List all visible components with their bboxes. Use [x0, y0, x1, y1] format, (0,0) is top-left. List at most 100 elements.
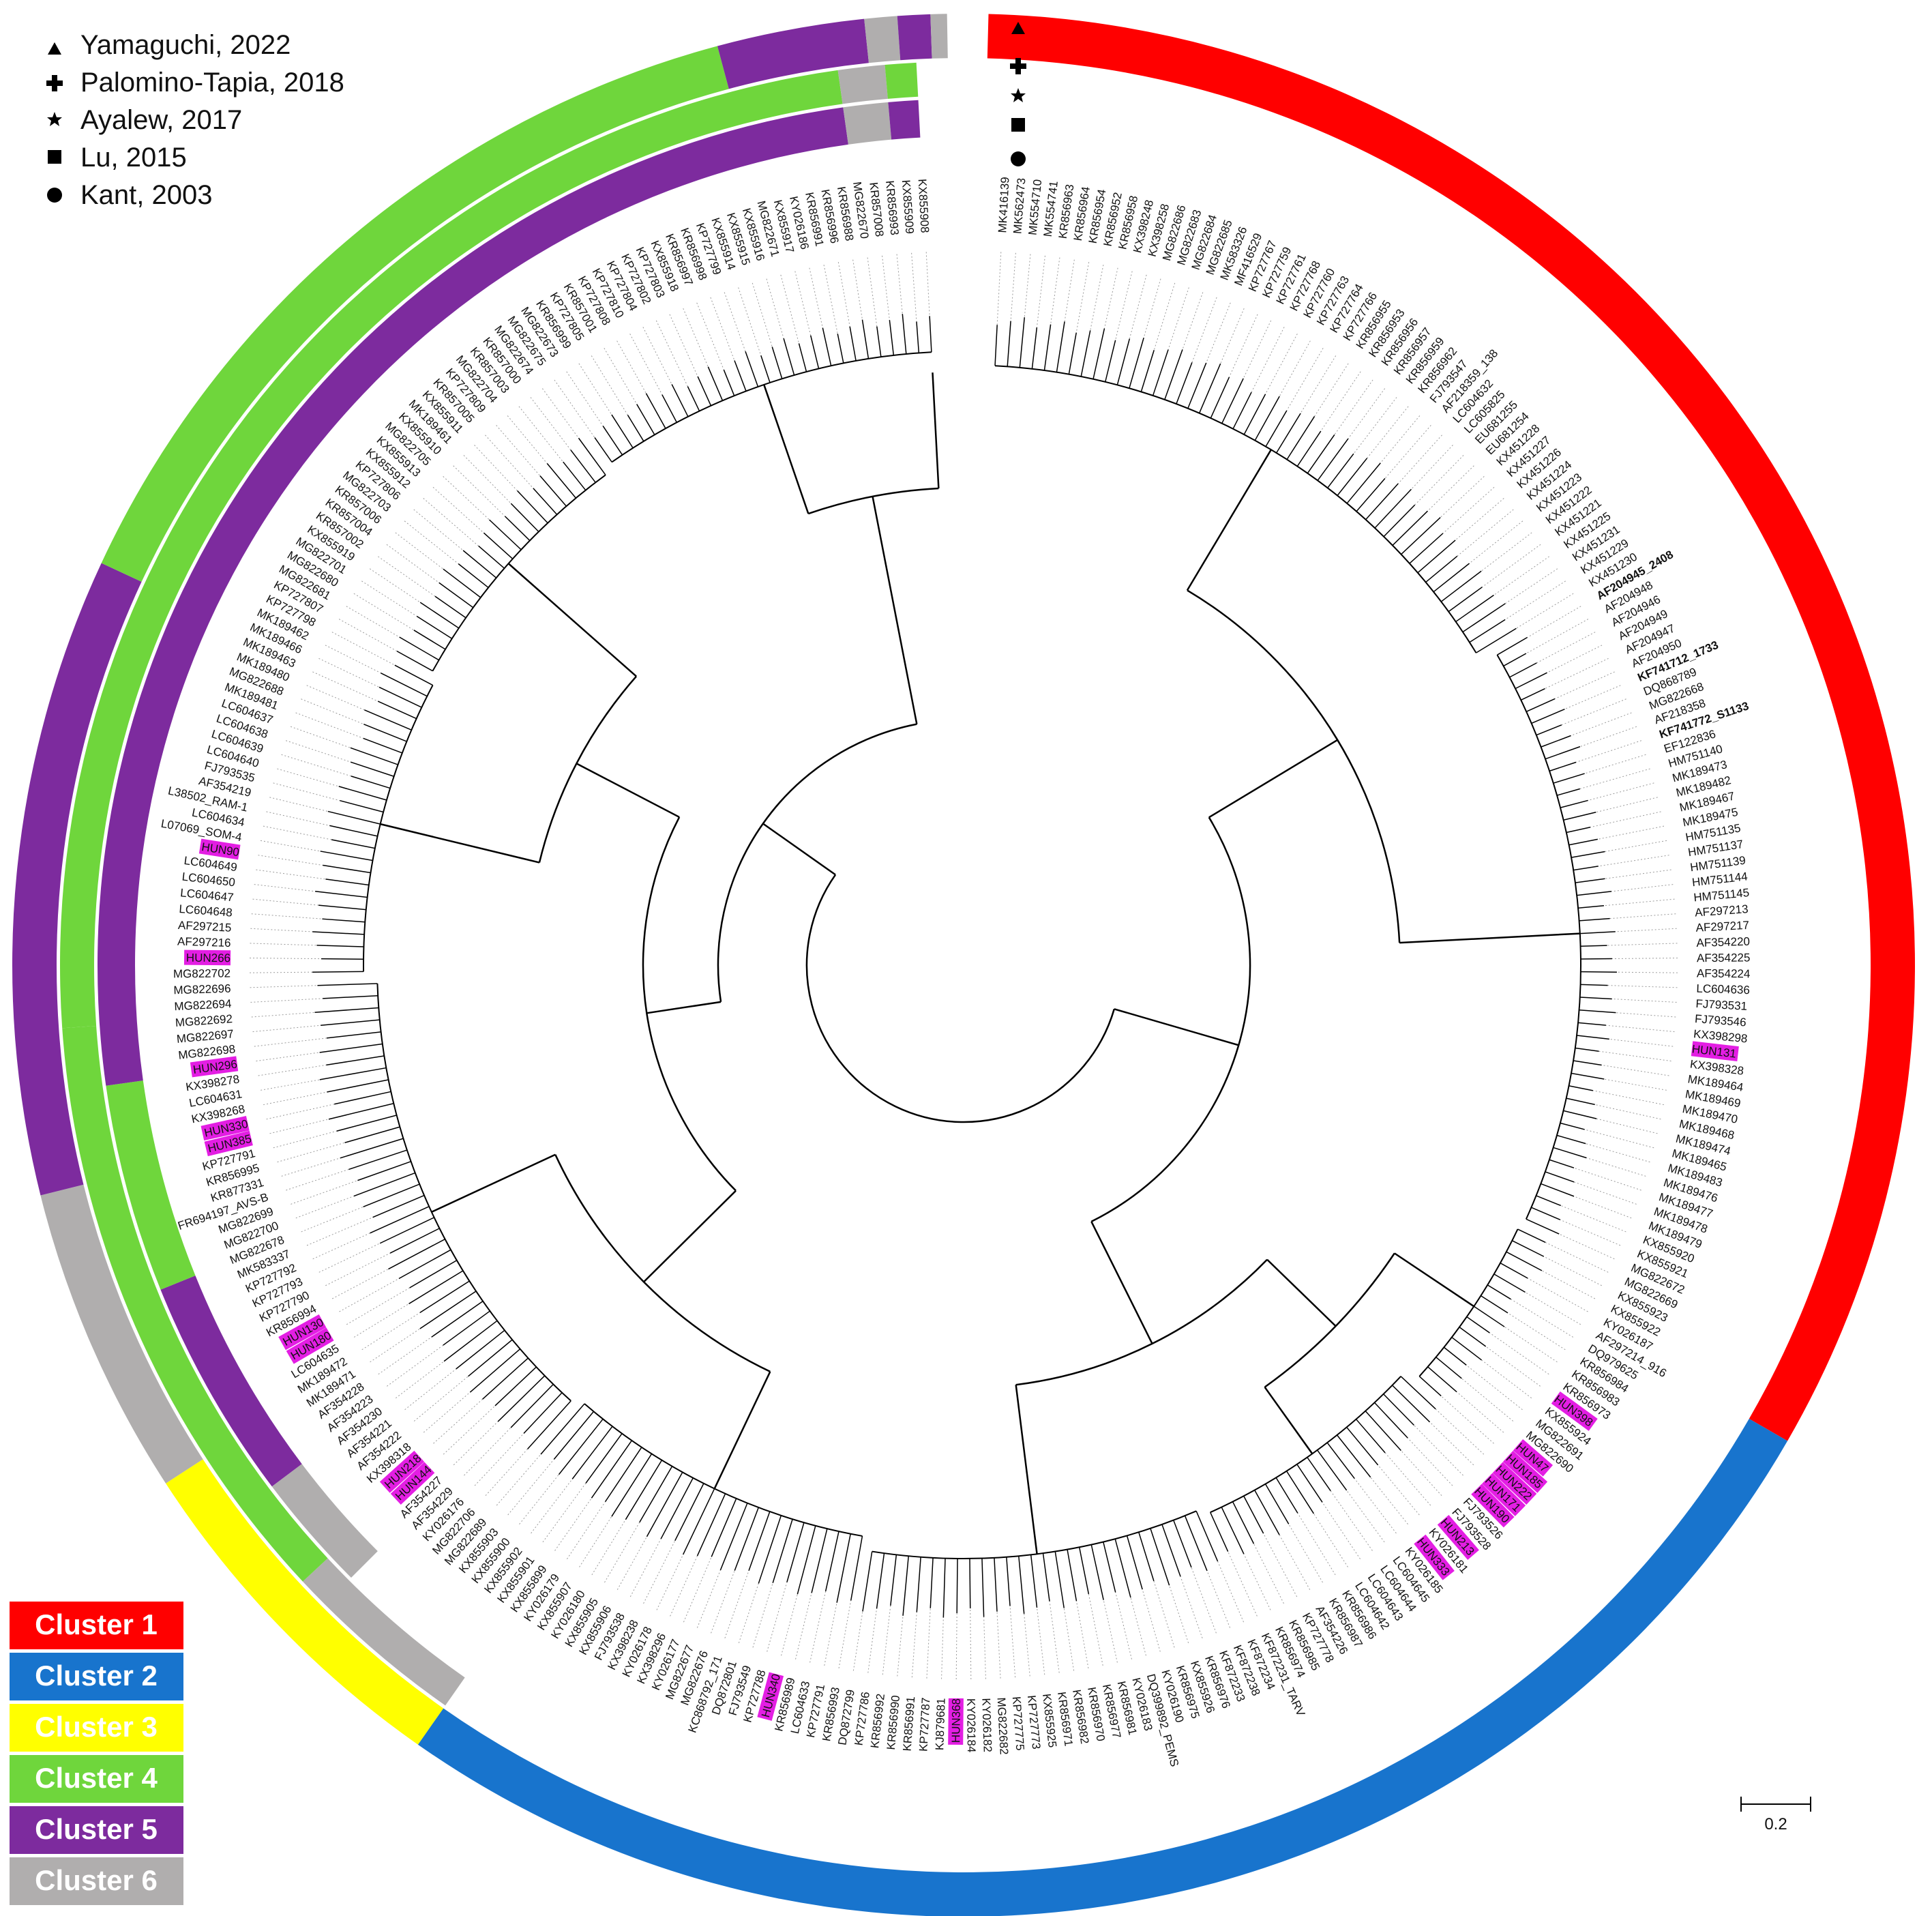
tip-leader: [299, 698, 369, 727]
tip-leader: [393, 1353, 454, 1400]
tree-branch: [1487, 1284, 1511, 1300]
tree-branch: [683, 1488, 715, 1555]
tip-leader: [940, 1606, 945, 1681]
tree-branch: [331, 839, 375, 849]
tip-leader: [1062, 257, 1075, 332]
tip-leader: [1036, 253, 1046, 329]
tip-text: KP727787: [917, 1697, 932, 1752]
tip-leader: [1202, 1559, 1232, 1630]
tree-branch: [510, 1383, 554, 1428]
tip-leader: [1140, 276, 1162, 349]
tip-leader: [376, 555, 439, 599]
tip-leader: [517, 404, 565, 464]
tree-branch: [323, 994, 378, 999]
tip-leader: [1215, 306, 1245, 376]
tree-branch: [1317, 1449, 1348, 1491]
tip-leader: [1330, 1490, 1374, 1553]
tree-branch: [1326, 1442, 1355, 1479]
tree-branch: [1254, 1490, 1280, 1535]
tip-leader: [565, 370, 608, 432]
tip-text: LC604636: [1696, 982, 1750, 997]
tip-leader: [1489, 555, 1551, 599]
tip-leader: [518, 1467, 565, 1527]
tip-leader: [628, 331, 665, 399]
tree-branch: [611, 414, 634, 449]
tip-label: KX855909: [900, 179, 917, 235]
tree-branch: [431, 1153, 556, 1213]
tip-leader: [1430, 1404, 1486, 1456]
tree-branch: [1480, 1295, 1509, 1314]
tree-branch: [1068, 332, 1077, 374]
tree-branch: [1019, 317, 1025, 368]
tree-branch: [647, 1001, 722, 1014]
tree-branch: [1579, 1009, 1616, 1014]
tip-highlight: [190, 1056, 239, 1078]
tree-branch: [321, 958, 364, 960]
tip-leader: [1101, 1591, 1118, 1665]
tip-leader: [1190, 1565, 1217, 1636]
tree-branch: [1140, 350, 1155, 392]
tree-branch: [1566, 1097, 1595, 1106]
tree-branch: [1401, 517, 1441, 555]
tree-branch: [338, 786, 387, 801]
tip-leader: [288, 725, 360, 752]
tip-leader: [1604, 958, 1680, 960]
tip-leader: [1022, 1603, 1030, 1679]
tip-leader: [1448, 1384, 1506, 1434]
tree-branch: [351, 776, 391, 789]
tree-branch: [1399, 932, 1580, 944]
tip-text: MG822696: [173, 982, 231, 997]
tip-leader: [1592, 1090, 1666, 1106]
tip-label: KJ879681: [933, 1698, 947, 1750]
tip-leader: [837, 260, 852, 334]
tip-leader: [506, 1458, 555, 1517]
tree-branch: [1355, 1419, 1386, 1454]
tip-leader: [1579, 1141, 1652, 1163]
tip-leader: [590, 1512, 631, 1577]
cluster-ring-segment: [987, 14, 1916, 1441]
tip-leader: [299, 1204, 370, 1233]
tip-leader: [1603, 998, 1679, 1003]
tip-leader: [254, 869, 329, 880]
tip-leader: [1341, 386, 1386, 448]
tip-label: KY026184: [964, 1698, 978, 1753]
tip-leader: [577, 362, 619, 426]
tree-branch: [1015, 1385, 1038, 1554]
tip-leader: [1511, 1299, 1575, 1339]
tree-branch: [327, 1031, 381, 1039]
cluster-ring-segment: [40, 1184, 203, 1484]
tip-leader: [765, 276, 788, 349]
tree-branch: [312, 971, 364, 973]
tip-leader: [1127, 1585, 1147, 1658]
tip-leader: [1567, 1179, 1639, 1205]
tip-leader: [252, 1037, 327, 1047]
tip-leader: [1563, 711, 1634, 739]
tree-branch: [340, 799, 384, 813]
tip-leader: [1239, 319, 1273, 387]
tip-leader: [248, 943, 323, 946]
tip-text: MG822692: [175, 1012, 233, 1029]
tree-branch: [1103, 1542, 1116, 1593]
tip-leader: [250, 898, 326, 907]
tree-branch: [1577, 891, 1611, 896]
tree-branch: [646, 1472, 683, 1537]
ref-legend-item: Yamaguchi, 2022: [48, 30, 291, 60]
tree-branch: [932, 372, 940, 489]
cluster-label: Cluster 1: [35, 1608, 158, 1640]
tip-text: MK416139: [996, 177, 1011, 233]
tree-branch: [1580, 984, 1608, 986]
tree-branch: [1080, 330, 1091, 377]
tip-leader: [271, 1128, 344, 1149]
tip-leader: [1524, 1276, 1590, 1313]
tip-label: LC604650: [181, 870, 236, 889]
tree-branch: [1497, 636, 1528, 655]
tip-leader: [368, 567, 431, 610]
tree-branch: [1526, 1218, 1560, 1235]
tree-branch: [1346, 1426, 1379, 1466]
tree-branch: [1187, 362, 1207, 409]
ref-legend-item: Kant, 2003: [47, 180, 213, 210]
tip-label: MG822692: [175, 1012, 233, 1029]
tree-branch: [378, 686, 422, 708]
tip-leader: [1583, 1128, 1656, 1149]
tip-label: FJ793546: [1694, 1012, 1747, 1029]
